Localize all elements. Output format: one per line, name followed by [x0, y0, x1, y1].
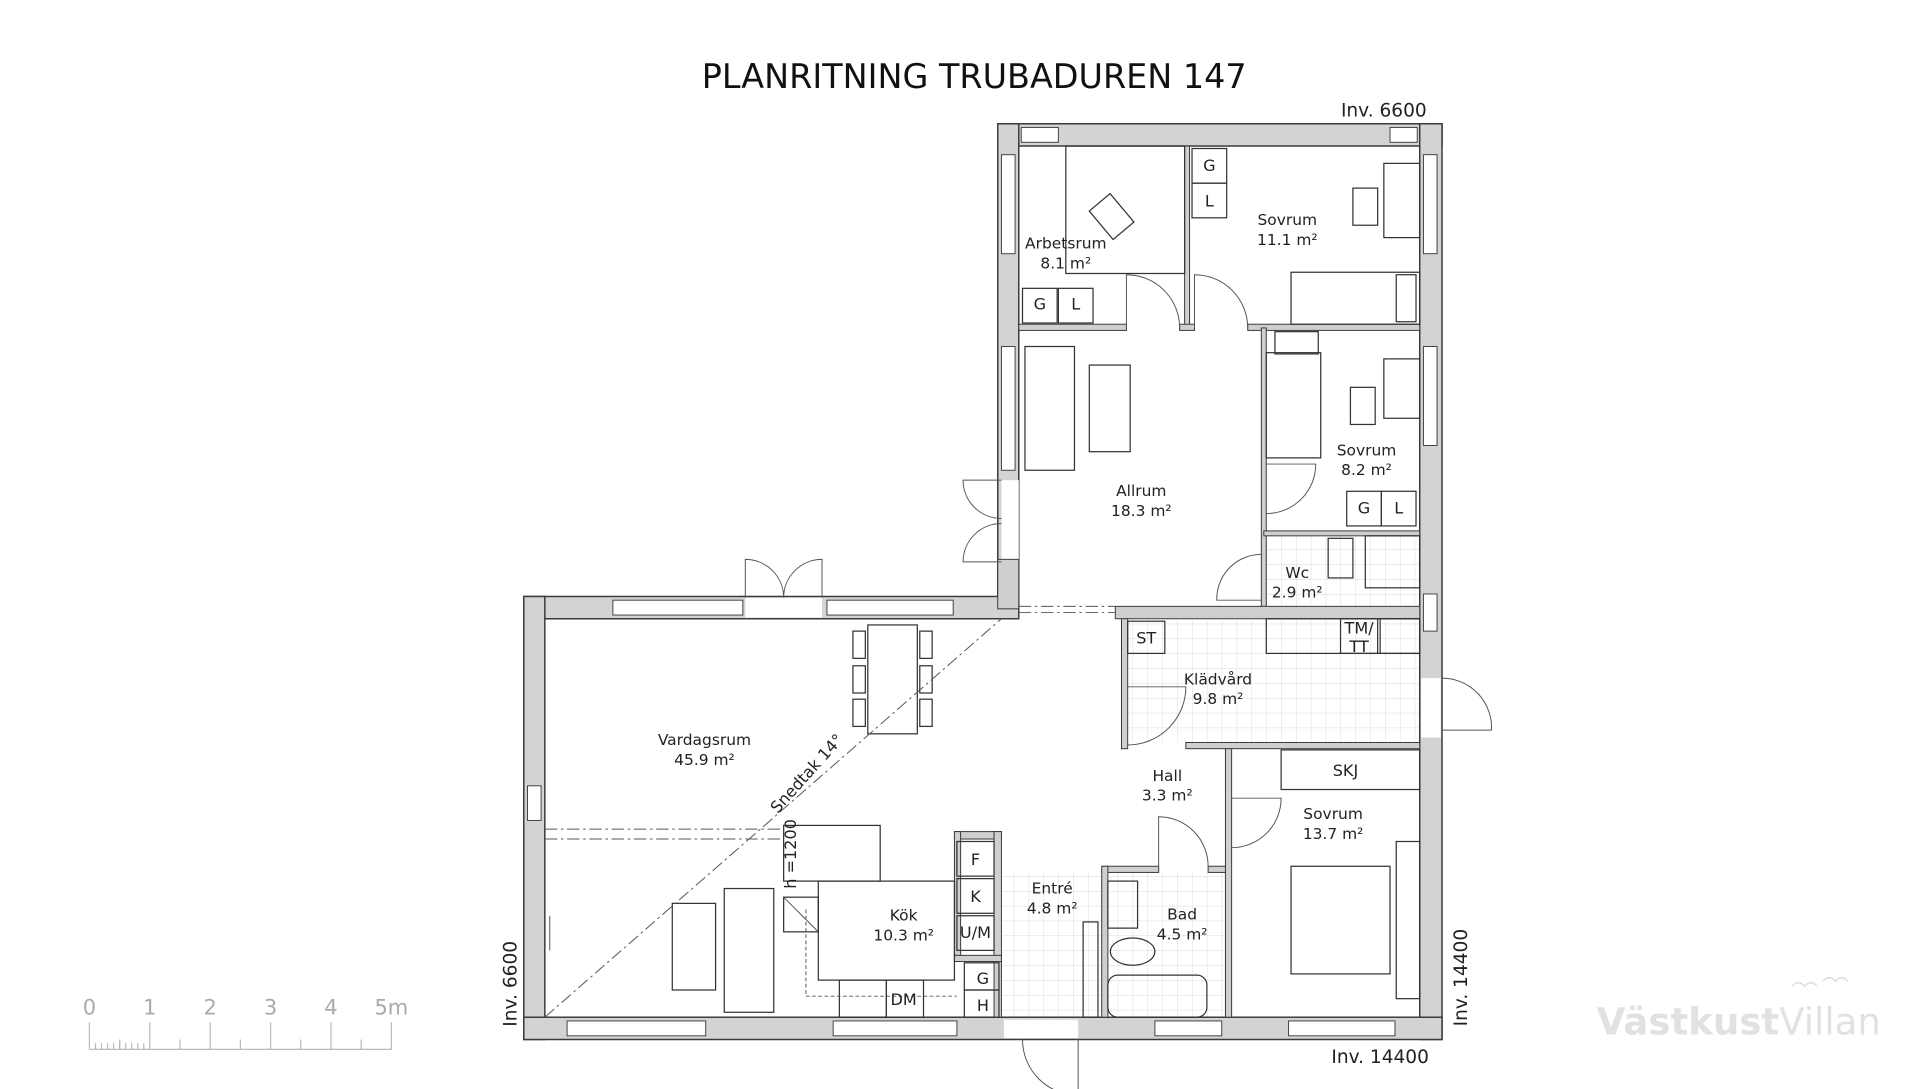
- scale-label: 0: [83, 995, 96, 1020]
- fixture-box: [963, 989, 1000, 1018]
- room-area: 2.9 m²: [1272, 584, 1323, 602]
- dimension-right: Inv. 14400: [1451, 929, 1472, 1027]
- fixture-box: [1380, 490, 1417, 527]
- room-name: Kök: [890, 907, 918, 925]
- fixture-box: [1339, 618, 1379, 655]
- plan-title: PLANRITNING TRUBADUREN 147: [702, 57, 1247, 96]
- logo: VästkustVillan: [1597, 976, 1881, 1044]
- svg-text:VästkustVillan: VästkustVillan: [1597, 1001, 1881, 1044]
- room-area: 18.3 m²: [1111, 502, 1172, 520]
- fixture-label: G: [1358, 499, 1370, 518]
- room-name: Arbetsrum: [1025, 235, 1107, 253]
- room-name: Vardagsrum: [658, 731, 751, 749]
- fixture-label: F: [971, 850, 980, 869]
- room-area: 8.2 m²: [1341, 461, 1392, 479]
- fixture-box: [1057, 287, 1094, 324]
- room-name: Sovrum: [1337, 441, 1397, 459]
- fixture-box: [956, 915, 995, 952]
- fixture-label: SKJ: [1333, 761, 1359, 780]
- scale-label: 5m: [374, 995, 408, 1020]
- room-name: Hall: [1152, 767, 1182, 785]
- roof-lines: [544, 605, 1116, 1018]
- room-area: 9.8 m²: [1193, 690, 1244, 708]
- scale-label: 1: [143, 995, 156, 1020]
- fixture-label: G: [1203, 156, 1215, 175]
- room-name: Bad: [1167, 905, 1197, 923]
- fixture-box: [1021, 287, 1058, 324]
- fixture-label: U/M: [960, 923, 991, 942]
- room-area: 45.9 m²: [674, 751, 735, 769]
- room-name: Sovrum: [1303, 805, 1363, 823]
- dimension-top: Inv. 6600: [1341, 100, 1427, 121]
- fixture-label: TT: [1348, 637, 1369, 656]
- dimension-left: Inv. 6600: [500, 941, 521, 1027]
- room-area: 11.1 m²: [1257, 231, 1318, 249]
- room-name: Sovrum: [1258, 211, 1318, 229]
- fixture-label: K: [970, 887, 981, 906]
- room-name: Wc: [1285, 564, 1309, 582]
- room-area: 4.5 m²: [1157, 925, 1208, 943]
- fixture-label: L: [1071, 294, 1080, 313]
- fixture-label: TM/: [1344, 619, 1375, 638]
- room-name: Klädvård: [1184, 670, 1252, 688]
- fixture-box: [885, 979, 925, 1018]
- room-labels: Arbetsrum 8.1 m² Sovrum 11.1 m² Allrum 18.3 m…: [658, 211, 1397, 944]
- fixture-box: [1379, 618, 1421, 655]
- fixture-label: ST: [1136, 629, 1156, 648]
- room-area: 10.3 m²: [873, 927, 934, 945]
- room-name: Entré: [1032, 879, 1073, 897]
- scale-label: 3: [264, 995, 277, 1020]
- fixture-box: [956, 878, 995, 914]
- room-area: 8.1 m²: [1040, 255, 1091, 273]
- doors: [744, 274, 1493, 1089]
- interior-walls: [953, 145, 1421, 1018]
- room-area: 3.3 m²: [1142, 787, 1193, 805]
- height-annotation: h =1200: [781, 819, 800, 889]
- fixture-label: DM: [891, 990, 917, 1009]
- room-area: 13.7 m²: [1303, 825, 1364, 843]
- fixture-label: L: [1205, 192, 1214, 211]
- dimension-bottom: Inv. 14400: [1331, 1047, 1429, 1068]
- fixture-box: [956, 840, 995, 877]
- roof-annotation: Snedtak 14°: [766, 730, 847, 817]
- fixture-box: [1127, 620, 1166, 655]
- fixture-box: [1191, 182, 1228, 219]
- scale-label: 4: [324, 995, 337, 1020]
- scale-bar: 0 1 2 3 4 5m: [83, 995, 408, 1051]
- room-area: 4.8 m²: [1027, 899, 1078, 917]
- fixture-label: H: [977, 996, 989, 1015]
- tiled-floors: [1001, 535, 1420, 1018]
- fixture-label: L: [1394, 499, 1403, 518]
- fixture-label: G: [1034, 294, 1046, 313]
- windows: [526, 126, 1441, 1039]
- fixture-label: G: [977, 969, 989, 988]
- scale-label: 2: [204, 995, 217, 1020]
- room-name: Allrum: [1116, 482, 1166, 500]
